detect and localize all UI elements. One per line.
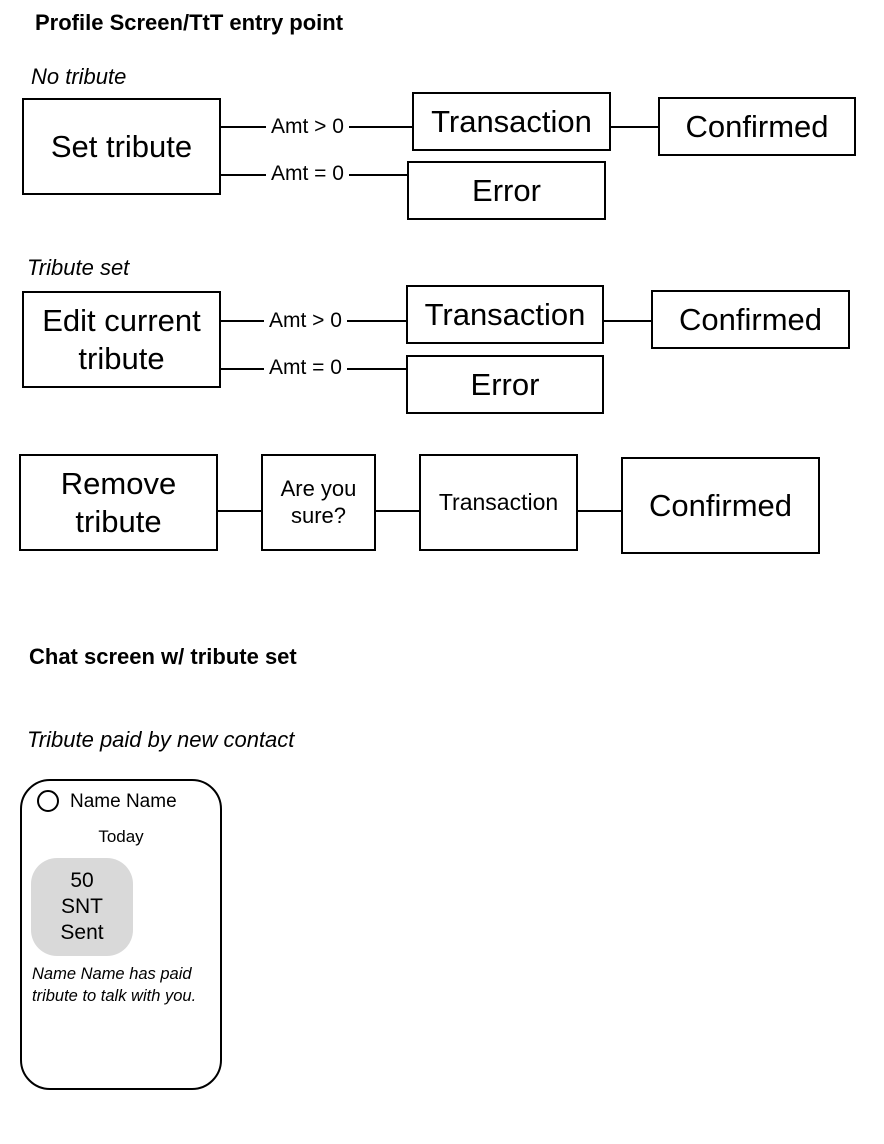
transaction-node: Transaction [412, 92, 611, 151]
section-title-profile: Profile Screen/TtT entry point [35, 10, 344, 35]
date-label: Today [98, 827, 144, 846]
condition-amount-positive: Amt > 0 [264, 308, 347, 334]
transaction-node: Transaction [406, 285, 604, 344]
confirmed-node: Confirmed [621, 457, 820, 554]
bubble-status: Sent [60, 921, 104, 944]
confirmed-node: Confirmed [658, 97, 856, 156]
node-label: Confirmed [679, 301, 822, 337]
set-tribute-node: Set tribute [22, 98, 221, 195]
remove-tribute-node: Remove tribute [19, 454, 218, 551]
error-node: Error [407, 161, 606, 220]
phone-mockup: Name Name Today 50 SNT Sent Name Name ha… [20, 779, 222, 1090]
node-label: Error [470, 366, 540, 402]
node-label: Set tribute [50, 128, 193, 164]
contact-name: Name Name [70, 791, 177, 812]
transaction-node: Transaction [419, 454, 578, 551]
flow-label-tribute-set: Tribute set [27, 255, 130, 280]
connector-line [576, 510, 624, 512]
payment-bubble: 50 SNT Sent [31, 858, 133, 956]
edit-current-tribute-node: Edit current tribute [22, 291, 221, 388]
tribute-note: Name Name has paid tribute to talk with … [32, 965, 197, 1005]
node-label: Confirmed [649, 487, 792, 523]
node-label: Are you sure? [280, 475, 357, 528]
node-label: Remove tribute [60, 465, 177, 539]
section-title-chat: Chat screen w/ tribute set [29, 644, 297, 669]
connector-line [609, 126, 660, 128]
subtitle-tribute-paid: Tribute paid by new contact [27, 727, 295, 752]
connector-line [216, 510, 263, 512]
avatar-circle [37, 790, 59, 812]
bubble-amount: 50 [70, 869, 94, 892]
confirmed-node: Confirmed [651, 290, 850, 349]
node-label: Confirmed [685, 108, 829, 144]
connector-line [374, 510, 422, 512]
are-you-sure-node: Are you sure? [261, 454, 376, 551]
condition-amount-zero: Amt = 0 [266, 161, 349, 187]
error-node: Error [406, 355, 604, 414]
node-label: Transaction [424, 296, 586, 332]
node-label: Edit current tribute [42, 302, 201, 376]
node-label: Transaction [431, 103, 592, 139]
bubble-token: SNT [60, 895, 103, 918]
connector-line [602, 320, 654, 322]
node-label: Error [472, 172, 541, 208]
condition-amount-zero: Amt = 0 [264, 355, 347, 381]
condition-amount-positive: Amt > 0 [266, 114, 349, 140]
node-label: Transaction [438, 489, 559, 516]
flow-label-no-tribute: No tribute [31, 64, 127, 89]
